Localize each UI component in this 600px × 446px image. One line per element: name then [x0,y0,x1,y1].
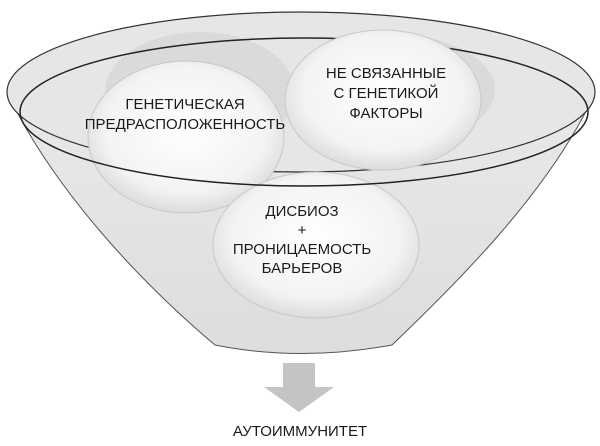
non-genetic-factor-label: НЕ СВЯЗАННЫЕ С ГЕНЕТИКОЙ ФАКТОРЫ [326,64,446,124]
genetic-circle [87,60,285,214]
label-line: ФАКТОРЫ [349,105,423,122]
down-arrow-icon [264,363,334,412]
dysbiosis-label: ДИСБИОЗ + ПРОНИЦАЕМОСТЬ БАРЬЕРОВ [233,202,371,278]
non-genetic-circle [284,29,482,171]
label-line: ГЕНЕТИЧЕСКАЯ [125,96,245,113]
label-line: + [297,222,307,239]
genetic-factor-label: ГЕНЕТИЧЕСКАЯ ПРЕДРАСПОЛОЖЕННОСТЬ [85,95,285,135]
funnel-rim-inner [19,37,589,187]
result-label: АУТОИММУНИТЕТ [232,423,368,440]
label-line: С ГЕНЕТИКОЙ [333,85,439,102]
label-line: НЕ СВЯЗАННЫЕ [325,65,447,82]
label-line: ПРОНИЦАЕМОСТЬ [232,241,372,258]
label-line: БАРЬЕРОВ [261,260,343,277]
label-line: ПРЕДРАСПОЛОЖЕННОСТЬ [84,116,286,133]
label-line: ДИСБИОЗ [265,203,339,220]
dysbiosis-circle [212,171,420,319]
